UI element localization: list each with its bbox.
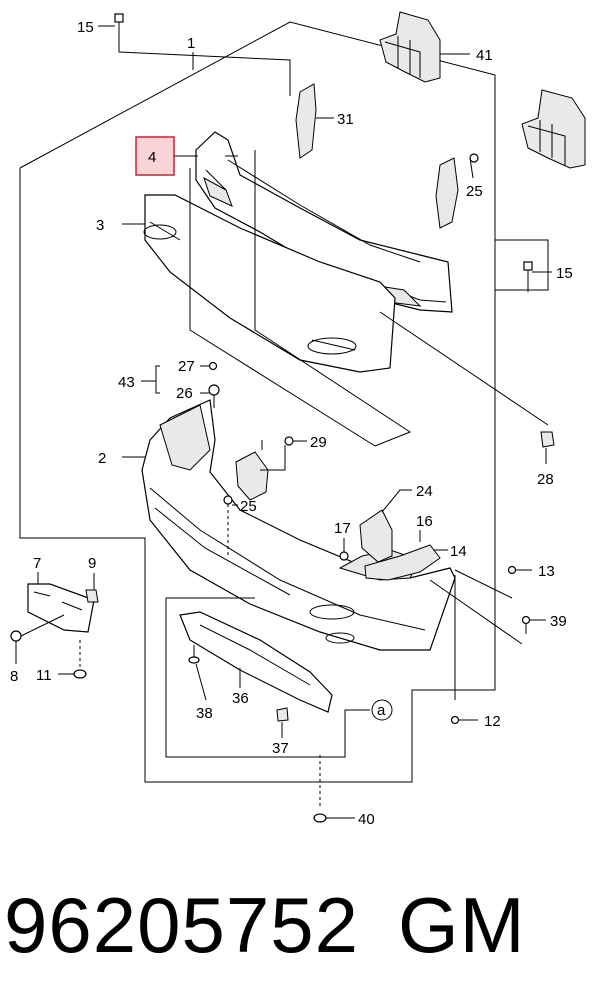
part-number: 96205752 bbox=[4, 881, 360, 969]
callout-11: 11 bbox=[36, 667, 52, 684]
detail-a-marker bbox=[371, 699, 393, 721]
callout-a: a bbox=[377, 702, 386, 719]
bracket-41b-part bbox=[521, 89, 586, 169]
callout-28: 28 bbox=[537, 471, 554, 488]
bracket-41-part bbox=[379, 11, 441, 83]
callout-36: 36 bbox=[232, 690, 249, 707]
clip-28-part bbox=[540, 431, 555, 448]
callout-25b: 25 bbox=[240, 498, 257, 515]
callout-26: 26 bbox=[176, 385, 193, 402]
foam-3-part bbox=[143, 194, 396, 373]
nut-38-part bbox=[188, 645, 200, 664]
clip-26-part bbox=[208, 384, 220, 408]
callout-12: 12 bbox=[484, 713, 501, 730]
callout-4: 4 bbox=[148, 149, 156, 166]
callout-14: 14 bbox=[450, 543, 467, 560]
bracket-24-part bbox=[359, 509, 393, 563]
callout-7: 7 bbox=[33, 555, 41, 572]
callout-8: 8 bbox=[10, 668, 18, 685]
callout-15a: 15 bbox=[77, 19, 94, 36]
callout-31: 31 bbox=[337, 111, 354, 128]
callout-27: 27 bbox=[178, 358, 195, 375]
screw-8-part bbox=[10, 630, 22, 642]
undercover-36-part bbox=[179, 611, 333, 713]
clip-9-part bbox=[85, 589, 99, 603]
callout-13: 13 bbox=[538, 563, 555, 580]
nut-11-part bbox=[73, 669, 87, 679]
callout-17: 17 bbox=[334, 520, 351, 537]
screw-27-part bbox=[208, 361, 218, 371]
parts-diagram: 15 1 41 31 4 25 3 15 27 43 26 28 29 2 24… bbox=[10, 11, 586, 828]
callout-15b: 15 bbox=[556, 265, 573, 282]
callout-43: 43 bbox=[118, 374, 135, 391]
callout-39: 39 bbox=[550, 613, 567, 630]
bracket-16-part bbox=[364, 544, 441, 581]
brand-label: GM bbox=[398, 881, 526, 969]
bracket-29-part bbox=[235, 451, 269, 501]
callout-3: 3 bbox=[96, 217, 104, 234]
absorber-4-part bbox=[195, 131, 453, 313]
clip-37-part bbox=[276, 707, 289, 722]
bolt-15a-part bbox=[114, 13, 124, 42]
callout-25a: 25 bbox=[466, 183, 483, 200]
callout-38: 38 bbox=[196, 705, 213, 722]
part-number-footer: 96205752 GM bbox=[0, 860, 600, 1005]
highlight-box-4 bbox=[135, 136, 175, 176]
assembly-outline bbox=[19, 21, 549, 783]
callout-16: 16 bbox=[416, 513, 433, 530]
callout-37: 37 bbox=[272, 740, 289, 757]
callout-9: 9 bbox=[88, 555, 96, 572]
fascia-2-part bbox=[141, 399, 456, 651]
bracket-31-part bbox=[295, 83, 317, 159]
callout-41: 41 bbox=[476, 47, 493, 64]
bracket-25-part bbox=[435, 157, 459, 229]
callout-2: 2 bbox=[98, 450, 106, 467]
callout-40: 40 bbox=[358, 811, 375, 828]
plate-bracket-7-part bbox=[27, 583, 95, 633]
callout-24: 24 bbox=[416, 483, 433, 500]
callout-29: 29 bbox=[310, 434, 327, 451]
bolt-15b-part bbox=[523, 261, 533, 292]
callout-1: 1 bbox=[187, 35, 195, 52]
